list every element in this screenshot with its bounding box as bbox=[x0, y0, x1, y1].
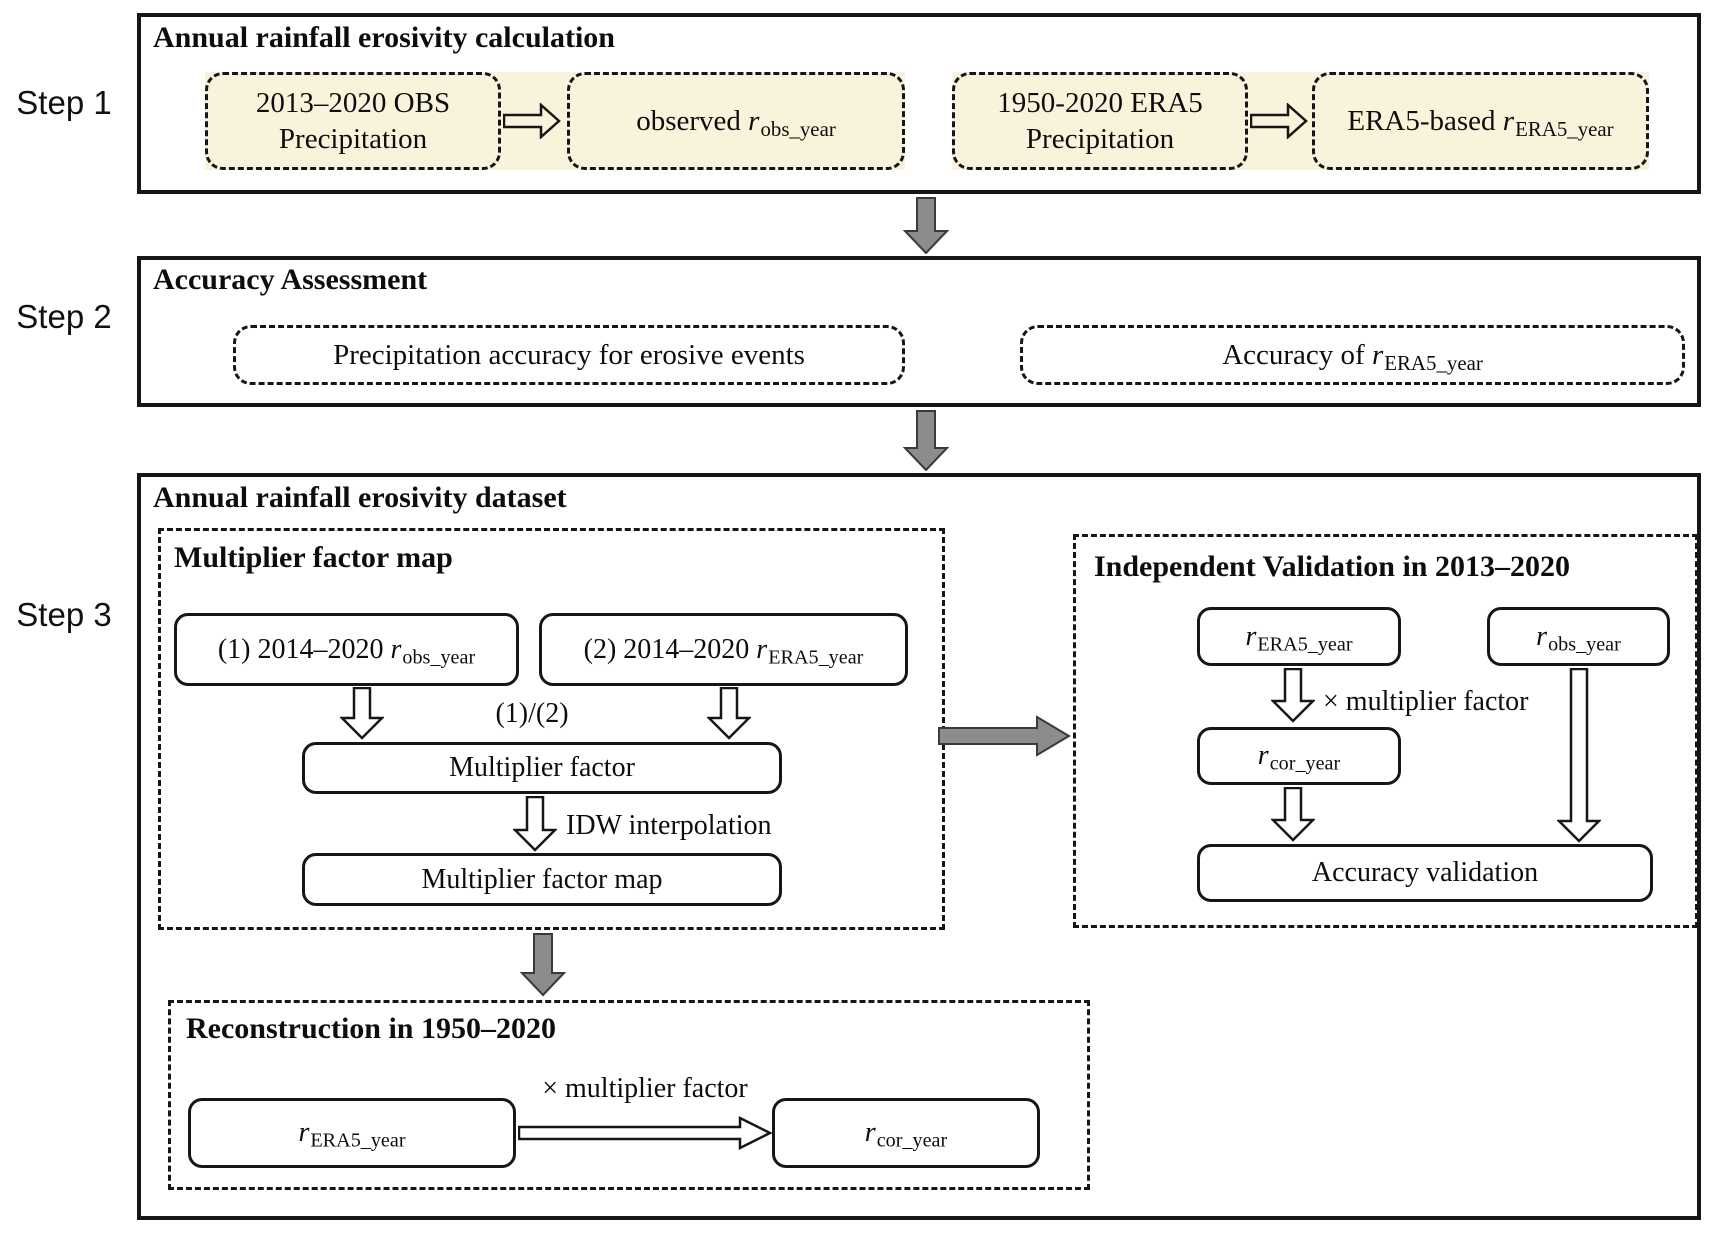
reconstruction-corrected-erosivity-text: rcor_year bbox=[864, 1117, 948, 1152]
validation-multiply-label: × multiplier factor bbox=[1323, 686, 1529, 717]
down-arrow-step1-step2-icon bbox=[903, 197, 949, 254]
validation-obs-erosivity-text: robs_year bbox=[1536, 620, 1621, 656]
accuracy-validation-box: Accuracy validation bbox=[1197, 844, 1653, 902]
reconstruction-era5-erosivity-box: rERA5_year bbox=[188, 1098, 516, 1168]
reconstruction-panel bbox=[168, 1000, 1090, 1190]
era5-precip-line1: 1950-2020 ERA5 bbox=[997, 86, 1203, 119]
validation-era5-erosivity-box: rERA5_year bbox=[1197, 607, 1401, 666]
independent-validation-title: Independent Validation in 2013–2020 bbox=[1094, 550, 1570, 583]
era5-erosivity-box: ERA5-based rERA5_year bbox=[1312, 72, 1649, 170]
step3-label: Step 3 bbox=[16, 596, 112, 633]
era5-precipitation-box: 1950-2020 ERA5 Precipitation bbox=[952, 72, 1248, 170]
era5-erosivity-text: ERA5-based rERA5_year bbox=[1347, 104, 1614, 141]
down-arrow-icon bbox=[1271, 668, 1315, 723]
down-arrow-icon bbox=[707, 687, 751, 740]
era5-erosivity-2014-2020-text: (2) 2014–2020 rERA5_year bbox=[583, 633, 864, 669]
reconstruction-corrected-erosivity-box: rcor_year bbox=[772, 1098, 1040, 1168]
ratio-label: (1)/(2) bbox=[495, 698, 569, 729]
down-arrow-icon bbox=[1271, 787, 1315, 842]
erosivity-accuracy-box: Accuracy of rERA5_year bbox=[1020, 325, 1685, 385]
reconstruction-title: Reconstruction in 1950–2020 bbox=[186, 1012, 556, 1045]
validation-era5-erosivity-text: rERA5_year bbox=[1245, 620, 1353, 656]
step1-title: Annual rainfall erosivity calculation bbox=[153, 21, 615, 54]
precipitation-accuracy-box: Precipitation accuracy for erosive event… bbox=[233, 325, 905, 385]
right-arrow-icon bbox=[503, 103, 561, 139]
step3-title: Annual rainfall erosivity dataset bbox=[153, 481, 567, 514]
obs-precip-line2: Precipitation bbox=[278, 123, 428, 155]
observed-erosivity-text: observed robs_year bbox=[636, 104, 836, 141]
down-arrow-step2-step3-icon bbox=[903, 410, 949, 471]
reconstruction-era5-erosivity-text: rERA5_year bbox=[298, 1117, 406, 1152]
down-arrow-icon bbox=[340, 687, 384, 740]
multiplier-factor-map-title: Multiplier factor map bbox=[174, 541, 453, 574]
multiplier-factor-box: Multiplier factor bbox=[302, 742, 782, 794]
obs-erosivity-2014-2020-box: (1) 2014–2020 robs_year bbox=[174, 613, 519, 686]
long-down-arrow-icon bbox=[1557, 668, 1601, 843]
erosivity-accuracy-text: Accuracy of rERA5_year bbox=[1222, 338, 1483, 375]
step1-label: Step 1 bbox=[16, 84, 112, 121]
independent-validation-panel bbox=[1073, 534, 1698, 928]
right-arrow-icon bbox=[518, 1116, 772, 1150]
down-arrow-map-reconstruction-icon bbox=[520, 933, 566, 997]
idw-interpolation-label: IDW interpolation bbox=[566, 810, 772, 841]
obs-erosivity-2014-2020-text: (1) 2014–2020 robs_year bbox=[217, 633, 476, 669]
obs-precipitation-box: 2013–2020 OBS Precipitation bbox=[205, 72, 501, 170]
era5-erosivity-2014-2020-box: (2) 2014–2020 rERA5_year bbox=[539, 613, 908, 686]
step2-label: Step 2 bbox=[16, 298, 112, 335]
obs-precip-line1: 2013–2020 OBS bbox=[255, 86, 451, 119]
validation-corrected-erosivity-box: rcor_year bbox=[1197, 727, 1401, 785]
down-arrow-icon bbox=[513, 796, 557, 852]
step2-title: Accuracy Assessment bbox=[153, 263, 428, 296]
observed-erosivity-box: observed robs_year bbox=[567, 72, 905, 170]
multiplier-factor-map-box: Multiplier factor map bbox=[302, 853, 782, 906]
reconstruction-multiply-label: × multiplier factor bbox=[542, 1073, 748, 1104]
right-arrow-map-validation-icon bbox=[938, 715, 1072, 757]
era5-precip-line2: Precipitation bbox=[1025, 123, 1175, 155]
validation-corrected-erosivity-text: rcor_year bbox=[1257, 740, 1341, 775]
validation-obs-erosivity-box: robs_year bbox=[1487, 607, 1670, 666]
right-arrow-icon bbox=[1250, 103, 1308, 139]
